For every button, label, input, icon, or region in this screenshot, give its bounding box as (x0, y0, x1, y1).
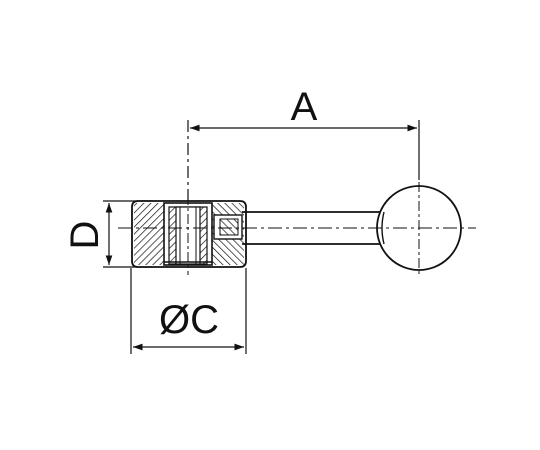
label-c: ØC (159, 298, 219, 342)
dimension-a: A (187, 85, 420, 200)
hub-section (131, 200, 247, 268)
rod (242, 211, 386, 245)
dimension-c: ØC (130, 268, 247, 354)
thread-lines (179, 207, 197, 264)
label-a: A (291, 85, 318, 129)
dimension-d: D (63, 200, 152, 268)
rod-thread (219, 218, 239, 236)
hatch-left (134, 203, 164, 265)
centerlines (118, 182, 476, 276)
label-d: D (63, 221, 107, 250)
